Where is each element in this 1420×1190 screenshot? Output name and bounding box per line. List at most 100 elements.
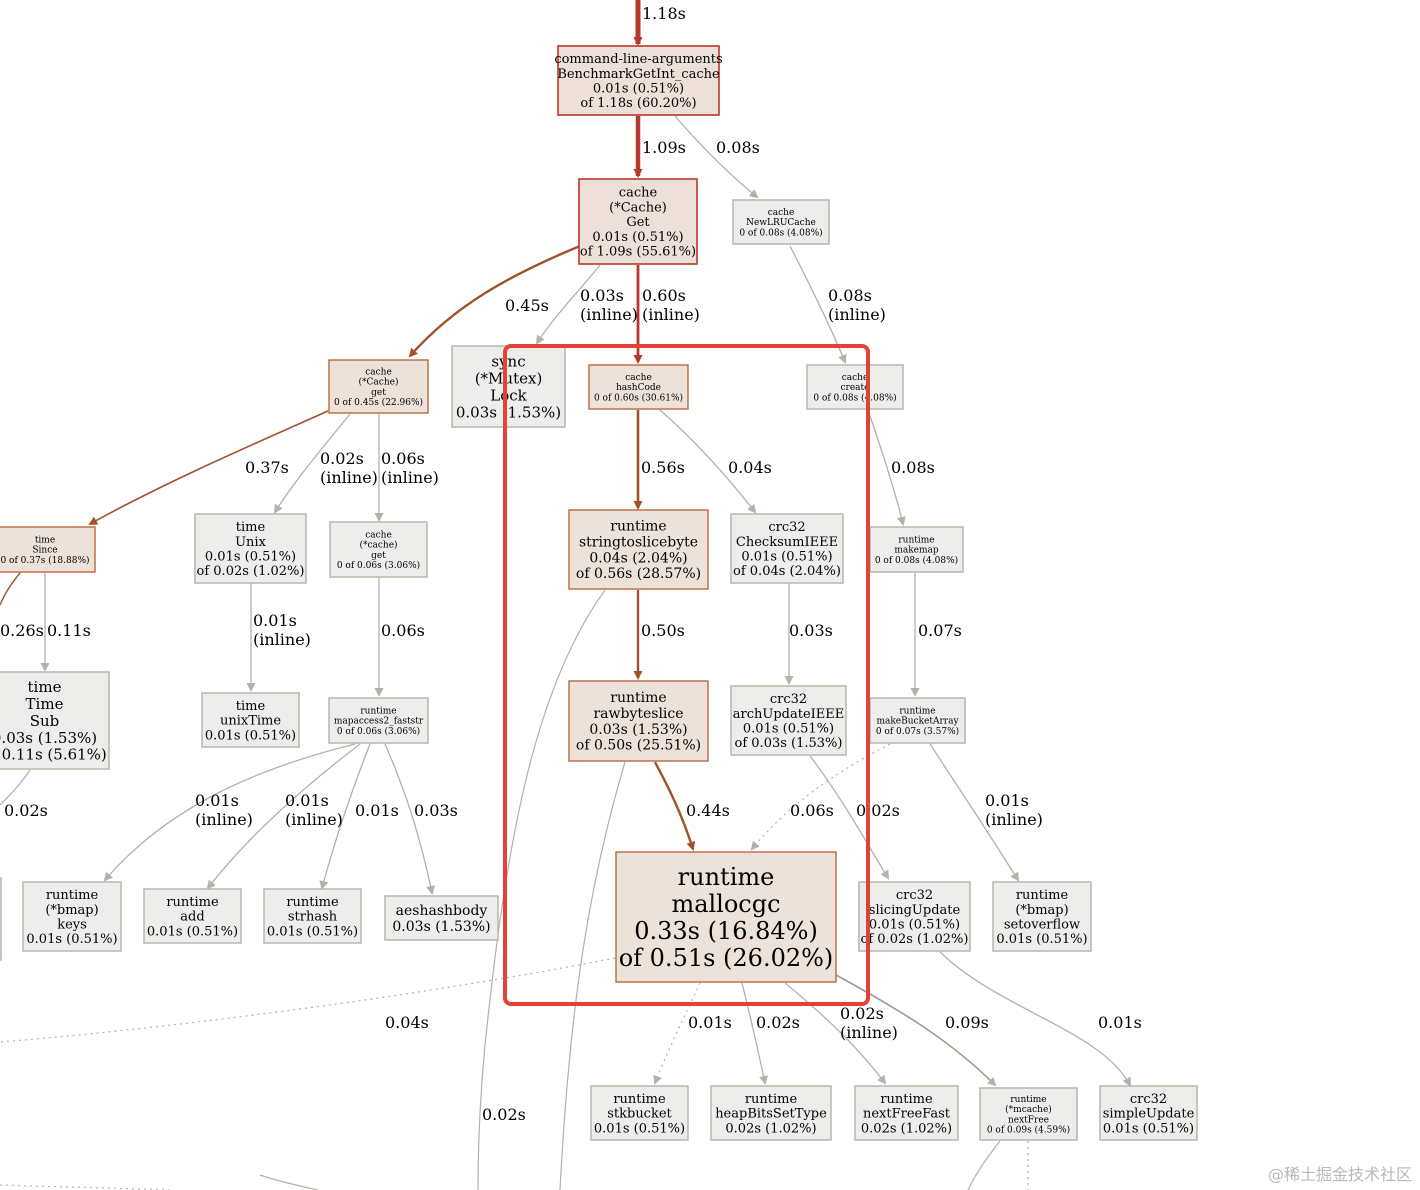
node-label-line: mallocgc [671, 890, 780, 918]
node-label-line: crc32 [896, 888, 933, 903]
node-label-line: (*Mutex) [475, 369, 543, 387]
edge-hashcode-to-checksum [659, 409, 757, 514]
edge-bottom-left-2 [259, 1174, 319, 1190]
node-box [0, 526, 96, 573]
node-box [22, 881, 122, 952]
node-label-line: stkbucket [607, 1107, 672, 1122]
edge-label-since-sub: 0.11s [47, 621, 91, 640]
node-label-line: runtime [1010, 1095, 1046, 1105]
node-label-line: 0.01s (0.51%) [205, 549, 296, 564]
edge-rawbyteslice-down [559, 761, 626, 1190]
node-label-line: cache [625, 373, 652, 383]
node-label-line: sync [491, 352, 525, 370]
node-label-line: time [28, 678, 62, 696]
node-box [263, 888, 362, 944]
node-label-line: runtime [678, 863, 775, 891]
edge-label-cla-lru: 0.08s [716, 138, 760, 157]
node-label-line: 0 of 0.37s (18.88%) [0, 555, 89, 566]
node-label-line: create [841, 383, 870, 393]
node-label-line: get [371, 388, 386, 398]
node-label-line: of 0.11s (5.61%) [0, 746, 107, 764]
node-label-line: of 0.02s (1.02%) [197, 564, 305, 579]
node-box [329, 521, 428, 578]
node-label-line: 0 of 0.08s (4.08%) [875, 555, 958, 566]
edge-label-malloc-stk: 0.01s [688, 1013, 732, 1032]
node-label-line: keys [57, 917, 87, 932]
node-box [588, 364, 689, 410]
edge-makebucket-to-setoverflow [929, 743, 1020, 882]
edge-mcache-down [967, 1140, 1001, 1190]
edge-label-hash-crc: 0.04s [728, 458, 772, 477]
node-label-line: runtime [1016, 888, 1069, 903]
node-label-line: 0 of 0.07s (3.57%) [876, 726, 959, 737]
node-label-line: cache [768, 208, 795, 218]
node-box [710, 1085, 832, 1141]
edge-mallocgc-to-heapbits [741, 982, 768, 1085]
edge-get-to-unix [273, 413, 351, 514]
node-label-line: of 0.03s (1.53%) [735, 736, 843, 751]
edge-label-s2b-raw: 0.50s [641, 621, 685, 640]
edge-mallocgc-to-mcache-nextfree [835, 974, 997, 1087]
edge-label-map-aes: 0.03s [414, 801, 458, 820]
edge-label-bucket-setov: 0.01s [985, 791, 1029, 810]
node-box [730, 513, 844, 584]
node-label-line: cache [365, 530, 392, 540]
node-label-line: 0.03s (1.53%) [392, 919, 490, 935]
node-label-line: 0 of 0.08s (4.08%) [813, 392, 896, 403]
node-label-line: 0 of 0.60s (30.61%) [594, 392, 683, 403]
node-box [568, 509, 709, 590]
edge-label-get-lock: 0.03s [580, 286, 624, 305]
node-box [854, 1085, 959, 1141]
node-label-line: get [371, 551, 386, 561]
node-label-line: (*bmap) [1015, 903, 1068, 918]
edge-label-map-strhash: 0.01s [355, 801, 399, 820]
node-label-line: 0.01s (0.51%) [147, 924, 238, 939]
node-label-line: add [180, 910, 204, 925]
edge-label-malloc-mcache: 0.09s [945, 1013, 989, 1032]
node-label-line: runtime [286, 895, 339, 910]
node-label-line: 0.01s (0.51%) [205, 728, 296, 743]
edge-label-cla-get: 1.09s [642, 138, 686, 157]
edge-label-malloc-heap: 0.02s [756, 1013, 800, 1032]
node-cla[interactable]: command-line-argumentsBenchmarkGetInt_ca… [554, 45, 723, 116]
node-label-line: 0 of 0.08s (4.08%) [739, 227, 822, 238]
node-label-line: crc32 [768, 520, 805, 535]
node-label-line: makemap [894, 546, 939, 556]
edge-label-create-makemap: 0.08s [891, 458, 935, 477]
node-label-line: (*Cache) [609, 200, 667, 215]
edge-label-get-hash: 0.60s [642, 286, 686, 305]
node-box [451, 345, 566, 428]
edge-label-unix-unixtime: (inline) [253, 630, 311, 649]
node-label-line: 0.03s (1.53%) [0, 729, 97, 747]
